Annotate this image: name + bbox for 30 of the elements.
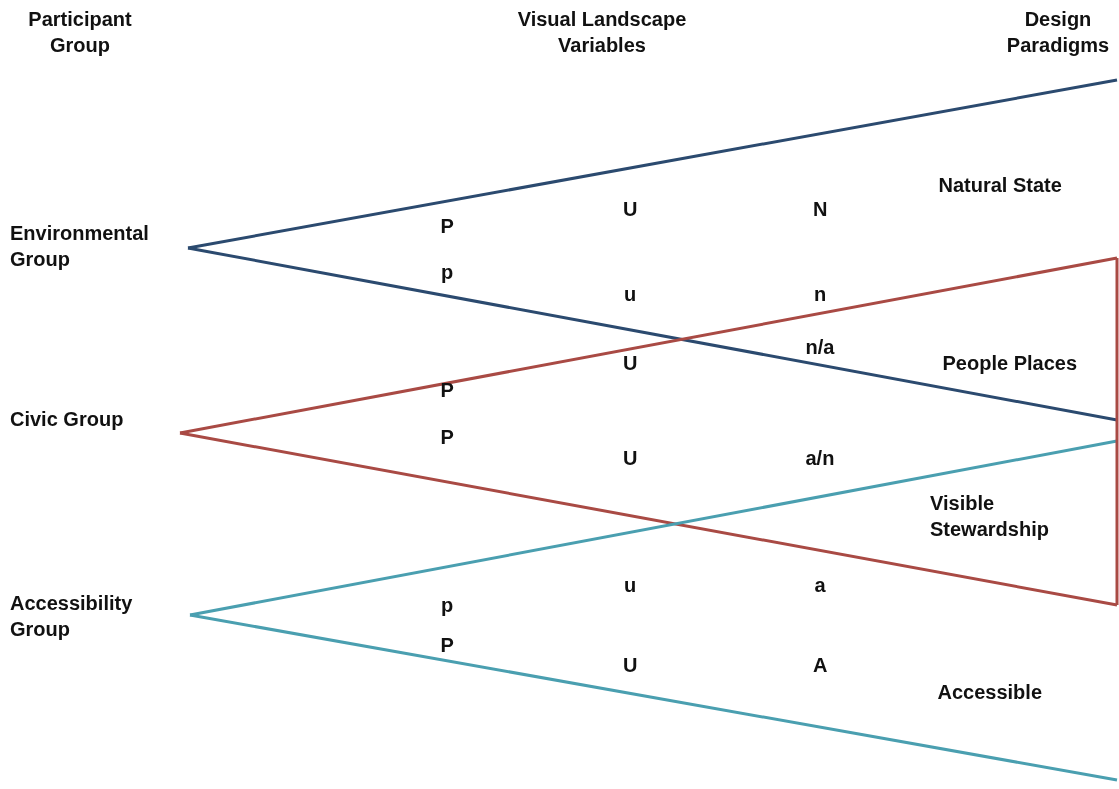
variable-letter: n/a — [805, 335, 835, 360]
variable-letter: P — [440, 378, 454, 403]
variable-letter: p — [441, 260, 454, 285]
variable-letter: A — [813, 653, 828, 678]
column-heading: Participant Group — [27, 7, 133, 58]
variable-letter: N — [813, 197, 828, 222]
group-label: Accessibility Group — [10, 590, 180, 642]
variable-letter: p — [441, 593, 454, 618]
group-label: Environmental Group — [10, 220, 178, 272]
variable-letter: U — [623, 197, 638, 222]
variable-letter: P — [440, 633, 454, 658]
variable-letter: U — [623, 446, 638, 471]
variable-letter: U — [623, 351, 638, 376]
line — [189, 613, 1118, 782]
variable-letter: P — [440, 425, 454, 450]
variable-letter: U — [623, 653, 638, 678]
variable-letter: P — [440, 214, 454, 239]
paradigm-label: Visible Stewardship — [930, 491, 1050, 542]
variable-letter: u — [624, 282, 637, 307]
group-label: Civic Group — [10, 406, 170, 432]
line — [187, 78, 1118, 250]
paradigm-label: People Places — [942, 351, 1078, 376]
variable-letter: n — [814, 282, 827, 307]
variable-letter: a/n — [805, 446, 835, 471]
paradigm-label: Natural State — [938, 173, 1062, 198]
variable-letter: u — [624, 573, 637, 598]
column-heading: Design Paradigms — [1005, 7, 1111, 58]
paradigm-label: Accessible — [937, 680, 1042, 705]
variable-letter: a — [814, 573, 826, 598]
column-heading: Visual Landscape Variables — [516, 7, 688, 58]
